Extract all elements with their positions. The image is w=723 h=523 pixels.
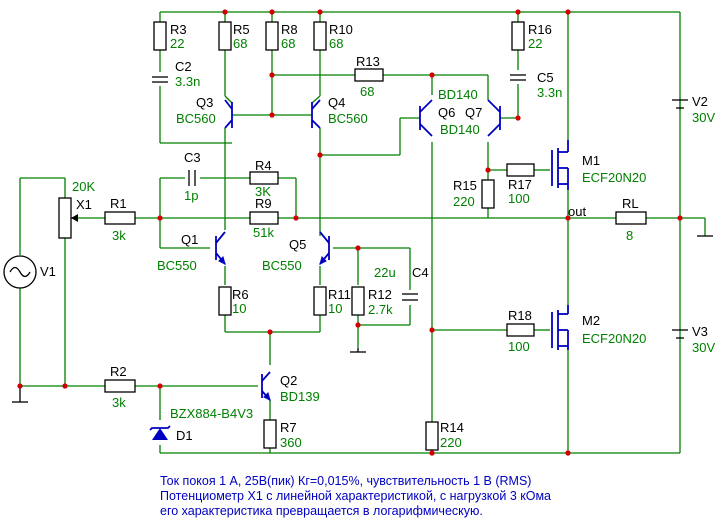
wires xyxy=(19,11,706,454)
c5-ref: C5 xyxy=(537,70,554,85)
d1-value: BZX884-B4V3 xyxy=(170,406,253,421)
junctions xyxy=(17,9,683,456)
c2-ref: C2 xyxy=(175,59,192,74)
r10-ref: R10 xyxy=(329,22,353,37)
r9-value: 51k xyxy=(253,225,274,240)
q3-ref: Q3 xyxy=(196,95,213,110)
r18-ref: R18 xyxy=(508,308,532,323)
m2-ref: M2 xyxy=(582,313,600,328)
v3-ref: V3 xyxy=(692,324,708,339)
r5-ref: R5 xyxy=(233,22,250,37)
v2-ref: V2 xyxy=(692,94,708,109)
v3-value: 30V xyxy=(692,340,715,355)
c3-value: 1p xyxy=(184,188,198,203)
note-line-2: Потенциометр X1 с линейной характеристик… xyxy=(160,489,551,503)
v2-value: 30V xyxy=(692,110,715,125)
c4-ref: C4 xyxy=(412,265,429,280)
grounds xyxy=(12,235,713,403)
q1-value: BC550 xyxy=(157,258,197,273)
q4-value: BC560 xyxy=(328,111,368,126)
q4-ref: Q4 xyxy=(328,95,345,110)
signal-source-v1 xyxy=(3,255,37,289)
r7-ref: R7 xyxy=(280,420,297,435)
r12-ref: R12 xyxy=(368,287,392,302)
m1-ref: M1 xyxy=(582,153,600,168)
r6-ref: R6 xyxy=(232,287,249,302)
r4-value: 3K xyxy=(255,184,271,199)
q7-value: BD140 xyxy=(440,122,480,137)
potentiometer-x1 xyxy=(58,197,78,239)
r16-value: 22 xyxy=(528,36,542,51)
q5-value: BC550 xyxy=(262,258,302,273)
r13-value: 68 xyxy=(360,84,374,99)
r11-ref: R11 xyxy=(328,287,351,302)
q7-ref: Q7 xyxy=(465,105,482,120)
q3-value: BC560 xyxy=(176,111,216,126)
q2-ref: Q2 xyxy=(280,373,297,388)
q6-ref: Q6 xyxy=(438,105,455,120)
q1-ref: Q1 xyxy=(181,232,198,247)
zener-d1 xyxy=(149,425,171,440)
out-label: out xyxy=(568,204,586,219)
r8-value: 68 xyxy=(281,36,295,51)
r12-value: 2.7k xyxy=(368,302,393,317)
batteries xyxy=(672,99,688,339)
r17-value: 100 xyxy=(508,191,530,206)
x1-ref: X1 xyxy=(76,197,92,212)
r15-ref: R15 xyxy=(453,178,477,193)
r3-value: 22 xyxy=(170,36,184,51)
d1-ref: D1 xyxy=(176,428,193,443)
r1-ref: R1 xyxy=(110,196,127,211)
q6-value: BD140 xyxy=(438,87,478,102)
m1-value: ECF20N20 xyxy=(582,170,646,185)
x1-value: 20K xyxy=(72,179,95,194)
capacitors xyxy=(152,74,526,301)
r1-value: 3k xyxy=(112,228,126,243)
r8-ref: R8 xyxy=(281,22,298,37)
c5-value: 3.3n xyxy=(537,85,562,100)
r13-ref: R13 xyxy=(356,54,380,69)
q5-ref: Q5 xyxy=(289,237,306,252)
labels: R3 22 R5 68 R8 68 R10 68 R16 22 C2 3.3n … xyxy=(40,22,715,518)
r9-ref: R9 xyxy=(255,196,272,211)
note-line-1: Ток покоя 1 А, 25В(пик) Кг=0,015%, чувст… xyxy=(160,474,531,488)
r11-value: 10 xyxy=(328,301,342,316)
r4-ref: R4 xyxy=(255,158,272,173)
r2-ref: R2 xyxy=(110,364,127,379)
c2-value: 3.3n xyxy=(175,74,200,89)
r5-value: 68 xyxy=(233,36,247,51)
r10-value: 68 xyxy=(329,36,343,51)
r17-ref: R17 xyxy=(508,177,532,192)
r14-ref: R14 xyxy=(440,420,464,435)
rl-ref: RL xyxy=(622,196,639,211)
note-line-3: его характеристика превращается в логари… xyxy=(160,504,483,518)
resistors xyxy=(104,21,647,451)
r15-value: 220 xyxy=(453,194,475,209)
v1-ref: V1 xyxy=(40,264,56,279)
r6-value: 10 xyxy=(232,301,246,316)
r14-value: 220 xyxy=(440,435,462,450)
r7-value: 360 xyxy=(280,435,302,450)
q2-value: BD139 xyxy=(280,389,320,404)
r18-value: 100 xyxy=(508,339,530,354)
r16-ref: R16 xyxy=(528,22,552,37)
transistors xyxy=(215,99,569,401)
r3-ref: R3 xyxy=(170,22,187,37)
m2-value: ECF20N20 xyxy=(582,331,646,346)
c3-ref: C3 xyxy=(184,150,201,165)
c4-value: 22u xyxy=(374,265,396,280)
rl-value: 8 xyxy=(626,228,633,243)
r2-value: 3k xyxy=(112,395,126,410)
